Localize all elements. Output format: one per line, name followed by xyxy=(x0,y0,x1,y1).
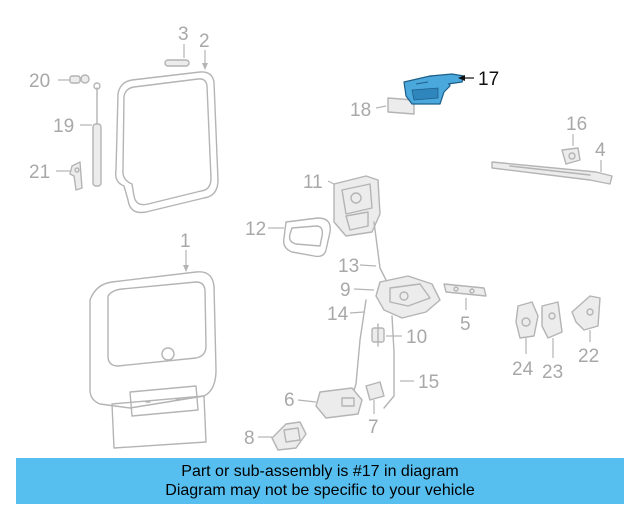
rod-14 xyxy=(351,299,367,397)
callout-11: 11 xyxy=(303,172,323,193)
callout-2: 2 xyxy=(199,31,210,52)
callout-14: 14 xyxy=(327,304,349,325)
hinge-23 xyxy=(541,301,563,339)
callout-8: 8 xyxy=(244,428,255,449)
rod-15 xyxy=(383,315,395,409)
info-banner: Part or sub-assembly is #17 in diagram D… xyxy=(16,458,624,504)
latch-lever xyxy=(387,97,415,115)
main-lock xyxy=(375,275,441,319)
callout-3: 3 xyxy=(178,24,189,45)
upper-rail xyxy=(491,161,613,185)
latch-part-17-highlighted xyxy=(403,73,465,105)
callout-9: 9 xyxy=(340,280,351,301)
banner-line-part-number: Part or sub-assembly is #17 in diagram xyxy=(181,463,459,480)
striker xyxy=(371,323,385,347)
callout-1: 1 xyxy=(180,231,191,252)
hinge-22 xyxy=(571,295,601,331)
lock-cylinder-assembly xyxy=(333,175,381,237)
strut-ball-stud xyxy=(69,74,90,84)
tailgate xyxy=(89,271,217,449)
callout-16: 16 xyxy=(566,114,587,135)
callout-7: 7 xyxy=(368,417,379,438)
callout-23: 23 xyxy=(542,362,563,383)
callout-20: 20 xyxy=(29,71,50,92)
hinge-24 xyxy=(515,301,539,339)
clip-7 xyxy=(365,381,385,401)
callout-6: 6 xyxy=(284,390,295,411)
bulb-socket xyxy=(561,147,581,165)
lock-frame xyxy=(282,217,331,258)
callout-17: 17 xyxy=(478,69,499,90)
callout-18: 18 xyxy=(350,100,371,121)
actuator xyxy=(315,387,363,419)
callout-12: 12 xyxy=(245,219,266,240)
callout-10: 10 xyxy=(406,327,427,348)
callout-15: 15 xyxy=(418,372,439,393)
parts-diagram: 3 2 20 19 21 17 18 16 4 11 12 1 13 9 14 … xyxy=(29,24,613,451)
callout-24: 24 xyxy=(512,359,534,380)
bracket-5 xyxy=(443,283,487,297)
strut-bracket xyxy=(69,161,83,191)
callout-21: 21 xyxy=(29,162,50,183)
glass-clip xyxy=(164,59,190,67)
release-handle xyxy=(271,421,307,451)
callout-13: 13 xyxy=(338,256,359,277)
rear-window-glass xyxy=(114,71,219,214)
banner-line-disclaimer: Diagram may not be specific to your vehi… xyxy=(165,482,475,499)
gas-strut xyxy=(92,82,102,187)
callout-5: 5 xyxy=(460,314,471,335)
callout-19: 19 xyxy=(53,116,74,137)
rod-13 xyxy=(373,221,387,281)
callout-22: 22 xyxy=(578,346,599,367)
callout-4: 4 xyxy=(595,140,606,161)
